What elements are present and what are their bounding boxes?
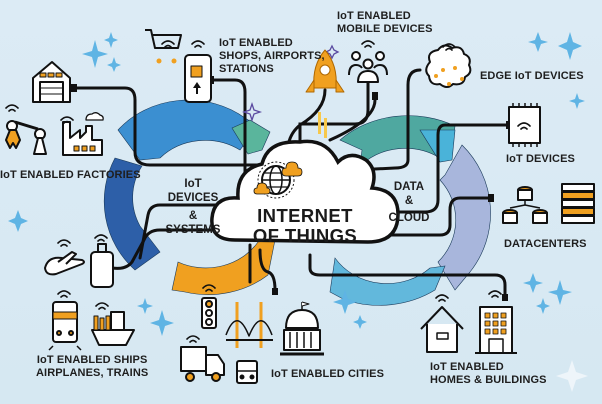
- ring-label-line: IoT: [184, 178, 202, 190]
- house-icon: [420, 306, 464, 353]
- ring-label-line: CLOUD: [388, 212, 430, 224]
- brain-circuit-icon: [425, 44, 472, 88]
- truck-icon: [180, 346, 225, 382]
- smartphone-icon: [184, 54, 212, 103]
- wifi-icon: [517, 122, 531, 130]
- label-line: IoT ENABLED FACTORIES: [0, 169, 141, 181]
- central-cloud: [210, 139, 400, 244]
- label-datacenters: DATACENTERS: [504, 238, 587, 251]
- wifi-icon: [57, 239, 71, 247]
- right-ring-label: DATA & CLOUD: [384, 180, 434, 225]
- server-rack-icon: [561, 183, 595, 224]
- label-line: IoT ENABLED: [430, 361, 504, 373]
- label-line: IoT ENABLED: [219, 37, 293, 49]
- label-line: DATACENTERS: [504, 238, 587, 250]
- traffic-light-icon: [201, 297, 217, 329]
- wifi-icon: [57, 290, 71, 298]
- center-title-line2: OF THINGS: [252, 225, 358, 246]
- label-line: IoT ENABLED CITIES: [271, 368, 385, 380]
- ring-label-line: SYSTEMS: [165, 224, 221, 236]
- ring-label-line: &: [188, 210, 198, 222]
- factory-icon: [62, 112, 104, 156]
- label-line: MOBILE DEVICES: [337, 23, 433, 35]
- wifi-icon: [5, 104, 19, 112]
- user-group-icon: [348, 51, 388, 83]
- label-line: IoT ENABLED SHIPS: [36, 354, 148, 366]
- wifi-icon: [202, 284, 216, 292]
- shopping-cart-icon: [145, 29, 182, 64]
- wifi-icon: [95, 302, 109, 310]
- label-line: IoT ENABLED: [337, 10, 411, 22]
- train-icon: [48, 301, 82, 351]
- wifi-icon: [442, 43, 456, 51]
- label-transport: IoT ENABLED SHIPS AIRPLANES, TRAINS: [36, 354, 148, 380]
- label-mobile: IoT ENABLED MOBILE DEVICES: [337, 10, 433, 36]
- label-factories: IoT ENABLED FACTORIES: [0, 169, 141, 182]
- rocket-icon: [305, 49, 345, 138]
- wifi-icon: [191, 40, 205, 48]
- watermark-sparkle: [556, 360, 588, 392]
- capitol-icon: [280, 301, 324, 356]
- purple-sparkles: [241, 44, 340, 123]
- wifi-icon: [161, 40, 175, 48]
- left-ring-label: IoT DEVICES & SYSTEMS: [158, 177, 228, 237]
- database-network-icon: [502, 186, 548, 224]
- wifi-icon: [60, 116, 74, 124]
- wifi-icon: [94, 234, 108, 242]
- label-cities: IoT ENABLED CITIES: [271, 368, 384, 381]
- label-line: STATIONS: [219, 63, 274, 75]
- wifi-icon: [361, 40, 375, 48]
- wifi-icon: [435, 294, 449, 302]
- bus-icon: [236, 360, 258, 384]
- warehouse-icon: [32, 61, 71, 103]
- label-line: SHOPS, AIRPORTS,: [219, 50, 325, 62]
- airplane-icon: [44, 251, 85, 276]
- chip-icon: [508, 103, 541, 147]
- robot-arm-icon: [5, 120, 47, 155]
- label-line: AIRPLANES, TRAINS: [36, 367, 149, 379]
- label-shops: IoT ENABLED SHOPS, AIRPORTS, STATIONS: [219, 37, 325, 76]
- ring-label-line: DATA: [393, 181, 425, 193]
- label-edge: EDGE IoT DEVICES: [480, 70, 584, 83]
- connection-wires: [73, 68, 512, 297]
- center-title-line1: INTERNET: [257, 205, 353, 226]
- ship-icon: [91, 311, 135, 346]
- bridge-icon: [225, 302, 273, 348]
- luggage-icon: [90, 243, 114, 288]
- wifi-icon: [488, 290, 502, 298]
- label-homes: IoT ENABLED HOMES & BUILDINGS: [430, 361, 547, 387]
- sparkles: [8, 32, 585, 336]
- ring-label-line: &: [404, 195, 414, 207]
- center-title: INTERNET OF THINGS: [240, 206, 370, 246]
- label-iot-devices: IoT DEVICES: [506, 153, 575, 166]
- wifi-icons: [5, 40, 531, 343]
- right-ring: [329, 115, 491, 306]
- ring-label-line: DEVICES: [167, 192, 219, 204]
- label-line: IoT DEVICES: [506, 153, 575, 165]
- wifi-icon: [186, 335, 200, 343]
- label-line: HOMES & BUILDINGS: [430, 374, 547, 386]
- office-building-icon: [475, 306, 517, 354]
- label-line: EDGE IoT DEVICES: [480, 70, 584, 82]
